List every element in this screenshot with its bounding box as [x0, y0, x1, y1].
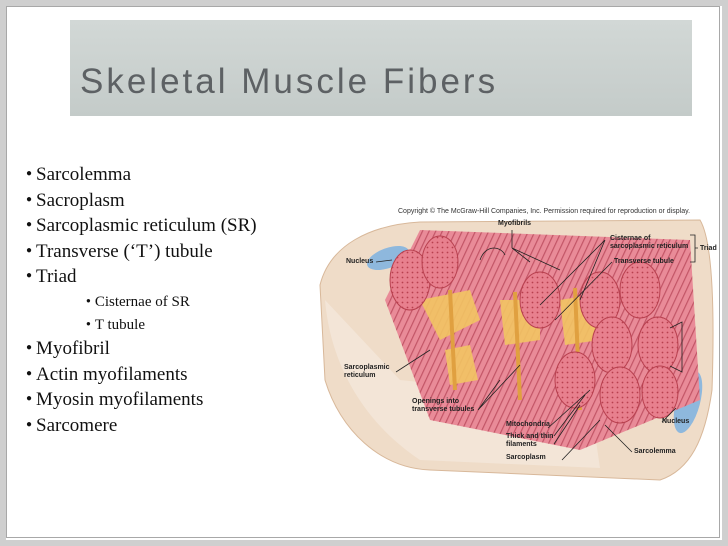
bullet-item: ●Myofibril — [26, 336, 257, 362]
bullet-icon: ● — [26, 393, 33, 405]
bullet-text: Myofibril — [36, 337, 110, 359]
bullet-icon: ● — [26, 367, 33, 379]
bullet-icon: ● — [26, 193, 33, 205]
bullet-text: Myosin myofilaments — [36, 389, 204, 411]
label-openings-line2: transverse tubules — [412, 406, 475, 413]
bullet-icon: ● — [26, 244, 33, 256]
bullet-text: Triad — [36, 266, 77, 288]
muscle-fiber-illustration — [319, 219, 714, 481]
label-mitochondria: Mitochondria — [506, 421, 550, 428]
label-cisternae-line2: sarcoplasmic reticulum — [610, 243, 689, 250]
label-myofibrils: Myofibrils — [498, 220, 532, 227]
bullet-item: ●Actin myofilaments — [26, 362, 257, 388]
copyright-notice: Copyright © The McGraw-Hill Companies, I… — [398, 208, 691, 215]
bullet-text: T tubule — [94, 316, 145, 333]
title-bar — [70, 20, 692, 116]
bullet-icon: ● — [26, 270, 33, 282]
label-nucleus-right: Nucleus — [662, 418, 690, 425]
bullet-text: Sacroplasm — [36, 189, 125, 211]
bullet-item: ●Sarcomere — [26, 413, 257, 439]
leader-lines — [375, 230, 698, 461]
label-sr-line1: Sarcoplasmic — [344, 364, 390, 371]
sub-bullet-item: ●Cisternae of SR — [26, 290, 257, 313]
label-openings-line1: Openings into — [412, 398, 460, 405]
bullet-item: ●Sacroplasm — [26, 188, 257, 214]
bullet-item: ●Sarcoplasmic reticulum (SR) — [26, 213, 257, 239]
bullet-item: ●Myosin myofilaments — [26, 387, 257, 413]
label-transverse-tubule: Transverse tubule — [614, 258, 674, 265]
sr-network — [420, 290, 600, 385]
sub-bullet-item: ●T tubule — [26, 313, 257, 336]
bullet-icon: ● — [26, 418, 33, 430]
bullet-text: Actin myofilaments — [36, 363, 188, 385]
bullet-list: ●Sarcolemma ●Sacroplasm ●Sarcoplasmic re… — [26, 162, 257, 438]
label-sr-line2: reticulum — [344, 372, 376, 379]
bullet-icon: ● — [26, 168, 33, 179]
bullet-text: Cisternae of SR — [94, 293, 190, 310]
label-cisternae-line1: Cisternae of — [610, 235, 651, 242]
label-sarcolemma: Sarcolemma — [634, 448, 676, 455]
slide-inner-border — [6, 6, 720, 538]
bullet-icon: ● — [86, 318, 91, 328]
label-filaments-line2: filaments — [506, 441, 537, 448]
bullet-item: ●Transverse (‘T’) tubule — [26, 239, 257, 265]
label-sarcoplasm: Sarcoplasm — [506, 454, 546, 461]
bullet-item: ●Sarcolemma — [26, 162, 257, 188]
bullet-icon: ● — [26, 341, 33, 353]
slide-title: Skeletal Muscle Fibers — [80, 62, 499, 101]
bullet-text: Sarcoplasmic reticulum (SR) — [36, 215, 257, 237]
bullet-text: Transverse (‘T’) tubule — [36, 240, 213, 262]
bullet-icon: ● — [86, 295, 91, 305]
bullet-text: Sarcolemma — [36, 164, 132, 185]
bullet-item: ●Triad — [26, 264, 257, 290]
bullet-text: Sarcomere — [36, 414, 118, 436]
label-filaments-line1: Thick and thin — [506, 433, 554, 440]
label-triad: Triad — [700, 245, 717, 252]
bullet-icon: ● — [26, 219, 33, 231]
label-nucleus-left: Nucleus — [346, 258, 374, 265]
